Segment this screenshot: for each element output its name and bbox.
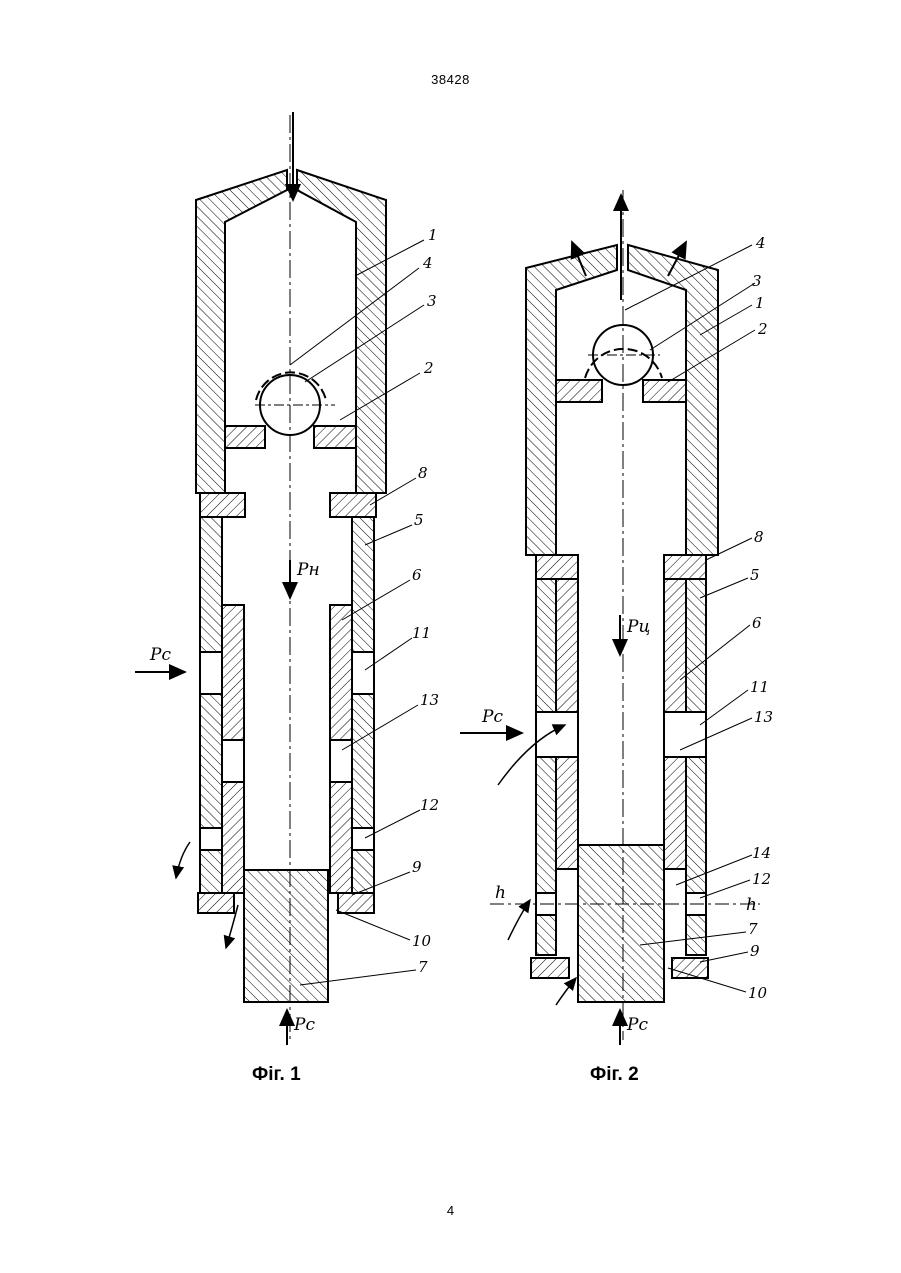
fig1-label-8: 8 bbox=[418, 464, 428, 482]
fig1-plunger bbox=[244, 870, 328, 1002]
fig1-label-7: 7 bbox=[418, 958, 428, 976]
fig1-pressure-bottom: Pc bbox=[293, 1015, 315, 1035]
fig1-label-5: 5 bbox=[414, 511, 424, 529]
fig2-label-2: 2 bbox=[757, 320, 768, 338]
fig2-seat-left bbox=[556, 380, 602, 402]
figure-2 bbox=[460, 190, 760, 1045]
fig1-label-1: 1 bbox=[428, 226, 438, 244]
fig1-bottom-cap-left bbox=[198, 893, 234, 913]
fig2-label-8: 8 bbox=[754, 528, 764, 546]
fig1-label-2: 2 bbox=[423, 359, 434, 377]
fig2-label-h-right: h bbox=[746, 895, 757, 915]
fig1-label-4: 4 bbox=[422, 254, 433, 272]
fig2-flange-right bbox=[664, 555, 706, 579]
fig2-caption: Фіг. 2 bbox=[590, 1064, 639, 1085]
fig1-label-3: 3 bbox=[427, 292, 437, 310]
fig2-label-10: 10 bbox=[748, 984, 768, 1002]
fig1-pressure-side: Pc bbox=[149, 645, 171, 665]
fig2-pressure-bottom: Pc bbox=[626, 1015, 648, 1035]
fig2-label-3: 3 bbox=[752, 272, 762, 290]
fig2-label-14: 14 bbox=[752, 844, 771, 862]
fig2-label-4: 4 bbox=[755, 234, 766, 252]
fig1-seat-left bbox=[225, 426, 265, 448]
fig2-pressure-side: Pc bbox=[481, 707, 503, 727]
fig1-label-9: 9 bbox=[412, 858, 422, 876]
fig1-flange-left bbox=[200, 493, 245, 517]
fig2-label-6: 6 bbox=[752, 614, 762, 632]
fig1-label-6: 6 bbox=[412, 566, 422, 584]
fig2-label-h-left: h bbox=[495, 883, 506, 903]
fig1-label-10: 10 bbox=[412, 932, 432, 950]
fig2-flange-left bbox=[536, 555, 578, 579]
fig1-label-12: 12 bbox=[420, 796, 439, 814]
fig1-label-13: 13 bbox=[420, 691, 439, 709]
fig1-caption: Фіг. 1 bbox=[252, 1064, 301, 1085]
fig2-label-1: 1 bbox=[755, 294, 765, 312]
figure-1 bbox=[135, 112, 424, 1045]
fig2-label-11: 11 bbox=[750, 678, 769, 696]
page-number: 4 bbox=[0, 1203, 901, 1218]
fig2-label-12: 12 bbox=[752, 870, 771, 888]
fig2-label-9: 9 bbox=[750, 942, 760, 960]
fig2-seat-right bbox=[643, 380, 686, 402]
fig1-label-11: 11 bbox=[412, 624, 431, 642]
fig2-label-13: 13 bbox=[754, 708, 773, 726]
fig1-seat-right bbox=[314, 426, 356, 448]
fig2-pressure-mid: Pц bbox=[626, 617, 650, 637]
fig2-bottom-cap-left bbox=[531, 958, 569, 978]
fig1-pressure-top: Pн bbox=[296, 560, 320, 580]
fig1-bottom-cap-right bbox=[338, 893, 374, 913]
fig2-label-7: 7 bbox=[748, 920, 758, 938]
fig2-label-5: 5 bbox=[750, 566, 760, 584]
fig1-flange-right bbox=[330, 493, 376, 517]
fig2-plunger bbox=[578, 845, 664, 1002]
